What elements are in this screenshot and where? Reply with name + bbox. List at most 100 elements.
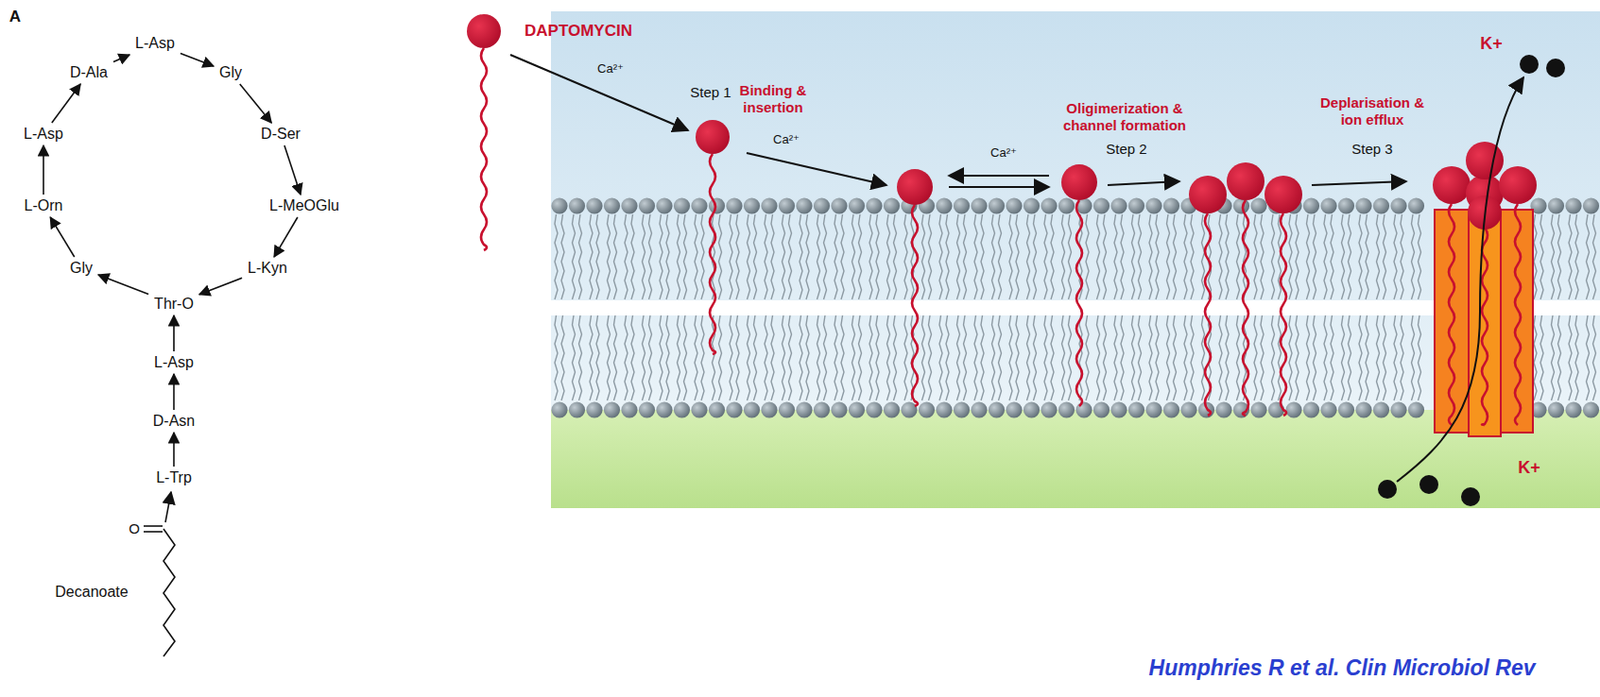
lipid-tail xyxy=(974,214,978,300)
lipid-head xyxy=(813,401,830,418)
lipid-tail xyxy=(1260,214,1264,300)
lipid-tail xyxy=(1085,315,1089,401)
lipid-tail xyxy=(1383,315,1387,401)
lipid-tail xyxy=(596,315,600,401)
lipid-tail xyxy=(1575,214,1579,300)
lipid-tail xyxy=(1015,214,1019,300)
amino-acid: Gly xyxy=(66,258,97,278)
lipid-tail xyxy=(963,214,967,300)
lipid-head xyxy=(1128,401,1145,418)
lipid-tail xyxy=(1575,315,1579,401)
lipid-tail xyxy=(719,214,723,300)
lipid-tail xyxy=(1237,315,1240,401)
process-arrows xyxy=(510,54,1524,482)
ion-label: Ca²⁺ xyxy=(773,132,800,148)
lipid-head xyxy=(585,197,603,214)
lipid-tail xyxy=(729,315,733,401)
lipid-head xyxy=(1023,197,1040,214)
daptomycin-head xyxy=(695,120,730,155)
lipid-tail xyxy=(677,315,681,401)
lipid-tail xyxy=(607,315,611,401)
lipid-tail xyxy=(1586,214,1590,300)
amino-acid: Gly xyxy=(215,63,246,83)
residue-name: Thr-O xyxy=(154,295,194,312)
lipid-tail xyxy=(869,214,873,300)
lipid-tail xyxy=(1418,214,1422,300)
lipid-tail xyxy=(1225,214,1229,300)
lipid-tail xyxy=(736,315,740,401)
amino-acid: L-Orn xyxy=(20,196,68,216)
lipid-tail xyxy=(782,214,786,300)
peptide-bond-arrow xyxy=(172,432,175,467)
lipid-tail xyxy=(1593,214,1597,300)
lipid-tail xyxy=(1033,315,1037,401)
lipid-head xyxy=(1548,197,1565,214)
ion-label: K+ xyxy=(1479,34,1503,55)
lipid-tail xyxy=(1009,315,1013,401)
lipid-head xyxy=(883,197,900,214)
lipid-head xyxy=(1355,197,1372,214)
lipid-tail xyxy=(992,315,996,401)
lipid-tail xyxy=(624,214,628,300)
lipid-head xyxy=(1058,401,1075,418)
lipid-tail xyxy=(998,315,1002,401)
lipid-head xyxy=(1285,401,1302,418)
lipid-head xyxy=(795,197,812,214)
lipid-tail xyxy=(684,214,688,300)
lipid-head xyxy=(1565,401,1582,418)
lipid-tail xyxy=(1393,214,1397,300)
lipid-tail xyxy=(904,214,908,300)
panel-background xyxy=(550,11,1600,509)
lipid-tail xyxy=(963,315,967,401)
lipid-head xyxy=(988,401,1005,418)
lipid-tail xyxy=(1155,214,1159,300)
lipid-tail xyxy=(1050,315,1054,401)
lipid-head xyxy=(708,197,725,214)
lipid-tail xyxy=(684,315,688,401)
lipid-head xyxy=(1390,401,1407,418)
lipid-tail xyxy=(859,315,862,401)
lipid-tail xyxy=(1190,214,1194,300)
molecule-name: DAPTOMYCIN xyxy=(524,21,633,41)
lipid-tail xyxy=(1132,214,1136,300)
lipid-tail xyxy=(1289,214,1292,300)
lipid-tail xyxy=(649,214,653,300)
lipid-head xyxy=(708,401,725,418)
step-number: Step 2 xyxy=(1105,140,1147,158)
daptomycin-head xyxy=(1061,164,1098,201)
lipid-head xyxy=(848,197,865,214)
lipid-head xyxy=(1303,401,1320,418)
residue-name: L-Asp xyxy=(135,34,175,52)
lipid-tail xyxy=(764,315,768,401)
lipid-tail xyxy=(1254,315,1257,401)
lipid-head xyxy=(568,401,585,418)
lipid-tail xyxy=(834,214,838,300)
lipid-tail xyxy=(1202,315,1205,401)
amino-acid: L-MeOGlu xyxy=(265,196,344,216)
lipid-tail xyxy=(1237,214,1240,300)
lipid-tail xyxy=(1568,315,1572,401)
lipid-head xyxy=(865,401,882,418)
lipid-tail xyxy=(701,214,705,300)
lipid-tail xyxy=(1225,315,1229,401)
lipid-tail xyxy=(589,315,593,401)
lipid-tail xyxy=(1558,315,1562,401)
step-number: Step 1 xyxy=(689,84,731,102)
lipid-head xyxy=(620,197,637,214)
step-title: Binding & insertion xyxy=(729,82,817,117)
lipid-head xyxy=(1128,197,1145,214)
lipid-tail xyxy=(929,315,932,401)
lipid-head xyxy=(1023,401,1040,418)
lipid-tail xyxy=(998,214,1002,300)
lipid-tail xyxy=(1383,214,1387,300)
amino-acid: Thr-O xyxy=(150,294,198,314)
lipid-tail xyxy=(922,214,926,300)
lipid-head xyxy=(1215,401,1232,418)
lipid-head xyxy=(918,401,935,418)
lipid-tail xyxy=(1376,315,1380,401)
lipid-tail xyxy=(1044,214,1048,300)
lipid-tail xyxy=(1558,214,1562,300)
residue-name: L-MeOGlu xyxy=(269,197,340,214)
lipid-tail xyxy=(589,214,593,300)
lipid-tail xyxy=(1365,214,1369,300)
